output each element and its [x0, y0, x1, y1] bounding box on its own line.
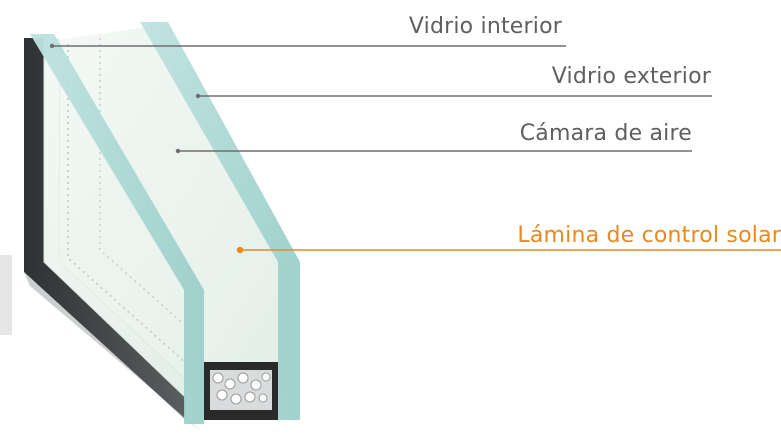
label-solar-control-film: Lámina de control solar	[517, 223, 781, 248]
window-frame	[24, 38, 186, 420]
side-shadow	[0, 255, 12, 335]
leader-dot-air-chamber	[175, 148, 181, 154]
leader-dot-inner-glass	[49, 43, 55, 49]
air-chamber	[60, 26, 290, 398]
inner-glass-edge	[30, 34, 204, 424]
label-inner-glass: Vidrio interior	[408, 14, 562, 39]
leader-dot-outer-glass	[195, 93, 201, 99]
leader-dot-solar-film	[236, 246, 244, 254]
label-outer-glass: Vidrio exterior	[551, 64, 711, 89]
label-air-chamber: Cámara de aire	[519, 121, 692, 146]
seal-dotted-line-2	[99, 38, 207, 345]
desiccant-beads	[212, 372, 271, 405]
outer-glass-edge	[140, 22, 300, 420]
